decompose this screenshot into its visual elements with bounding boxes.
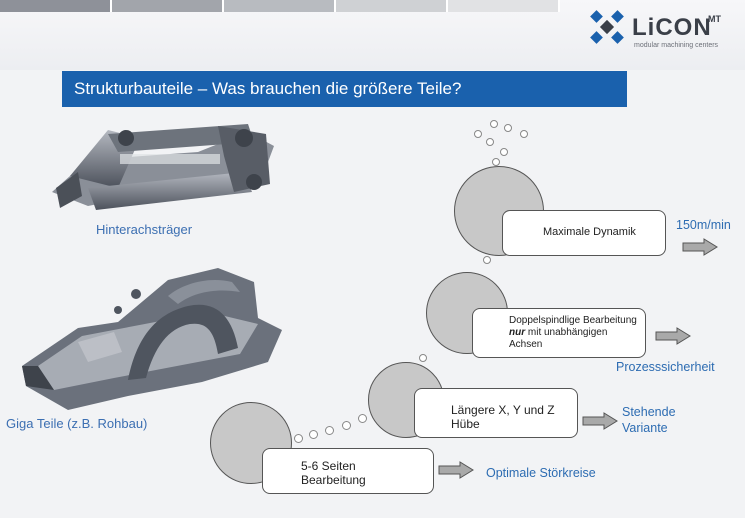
arrow-right-icon bbox=[682, 238, 718, 256]
thought-bubble bbox=[294, 434, 303, 443]
licon-logo: LiCON MT modular machining centers bbox=[590, 6, 740, 54]
header-tabs bbox=[0, 0, 560, 14]
slide-title: Strukturbauteile – Was brauchen die größ… bbox=[62, 71, 627, 107]
arrow-right-icon bbox=[438, 461, 474, 479]
step-box-3: Doppelspindlige Bearbeitung nur mit unab… bbox=[472, 308, 646, 358]
step-box-4: Maximale Dynamik bbox=[502, 210, 666, 256]
step-result-4: 150m/min bbox=[676, 218, 731, 232]
thought-bubble bbox=[474, 130, 482, 138]
header-tab bbox=[224, 0, 336, 12]
thought-bubble bbox=[500, 148, 508, 156]
thought-bubble bbox=[325, 426, 334, 435]
header-tab bbox=[112, 0, 224, 12]
step-text-3-pre: Doppelspindlige Bearbeitung bbox=[509, 315, 637, 326]
slide-header: LiCON MT modular machining centers bbox=[0, 0, 745, 70]
thought-bubble bbox=[342, 421, 351, 430]
thought-bubble bbox=[358, 414, 367, 423]
thought-bubble bbox=[504, 124, 512, 132]
arrow-right-icon bbox=[655, 327, 691, 345]
thought-bubble bbox=[492, 158, 500, 166]
step-text-1: 5-6 Seiten Bearbeitung bbox=[301, 459, 366, 487]
step-result-3: Prozesssicherheit bbox=[616, 360, 715, 374]
thought-bubble bbox=[483, 256, 491, 264]
thought-bubble bbox=[490, 120, 498, 128]
logo-superscript: MT bbox=[708, 14, 721, 24]
step-text-3-post: mit unabhängigen Achsen bbox=[509, 327, 608, 350]
step-text-3: Doppelspindlige Bearbeitung nur mit unab… bbox=[509, 315, 639, 351]
image-label-giga-teile: Giga Teile (z.B. Rohbau) bbox=[6, 416, 148, 431]
thought-bubble bbox=[309, 430, 318, 439]
header-tab bbox=[448, 0, 560, 12]
image-label-hinterachstraeger: Hinterachsträger bbox=[96, 222, 193, 237]
step-box-2: Längere X, Y und Z Hübe bbox=[414, 388, 578, 438]
logo-wordmark: LiCON bbox=[632, 14, 712, 41]
thought-bubble bbox=[419, 354, 427, 362]
thought-bubble bbox=[520, 130, 528, 138]
step-box-1: 5-6 Seiten Bearbeitung bbox=[262, 448, 434, 494]
logo-tagline: modular machining centers bbox=[634, 42, 719, 49]
thought-bubble bbox=[486, 138, 494, 146]
step-text-4: Maximale Dynamik bbox=[543, 226, 636, 238]
rear-axle-carrier-image bbox=[52, 124, 274, 210]
arrow-right-icon bbox=[582, 412, 618, 430]
step-result-2-text: Stehende Variante bbox=[622, 405, 676, 435]
step-result-1: Optimale Störkreise bbox=[486, 466, 596, 480]
giga-part-image bbox=[22, 268, 282, 410]
step-result-2: Stehende Variante bbox=[622, 404, 702, 436]
header-tab bbox=[336, 0, 448, 12]
step-text-3-emphasis: nur bbox=[509, 327, 526, 338]
header-tab bbox=[0, 0, 112, 12]
licon-logo-mark-icon bbox=[590, 10, 624, 44]
step-text-2: Längere X, Y und Z Hübe bbox=[451, 403, 555, 431]
